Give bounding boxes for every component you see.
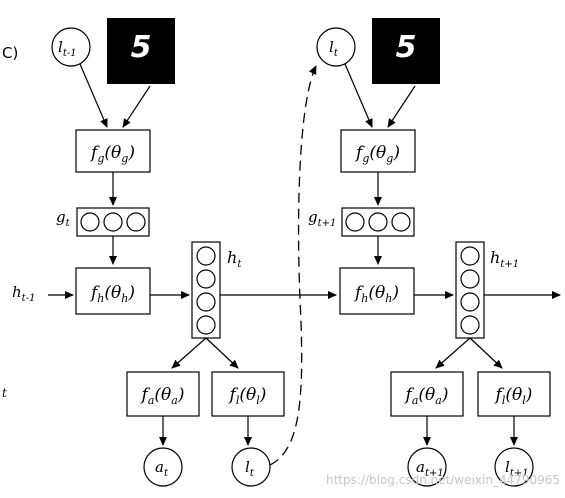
core-network-box: fh(θh) <box>339 267 415 315</box>
svg-text:at: at <box>155 458 169 479</box>
action-network-box: fa(θa) <box>126 371 200 417</box>
loc-in-node: lt <box>316 27 356 67</box>
svg-text:lt+1: lt+1 <box>505 458 529 479</box>
glimpse-network-box: fg(θg) <box>340 129 416 173</box>
svg-text:5: 5 <box>396 30 417 65</box>
action-output-node: at <box>143 447 183 487</box>
svg-text:at+1: at+1 <box>416 458 444 479</box>
svg-text:lt: lt <box>329 38 339 59</box>
svg-text:fg(θg): fg(θg) <box>89 143 135 165</box>
action-network-box: fa(θa) <box>390 371 464 417</box>
digit-image: 5 <box>372 18 440 84</box>
svg-text:fg(θg): fg(θg) <box>354 143 400 165</box>
location-network-box: fl(θl) <box>211 371 285 417</box>
left-step: lt-1 5 fg(θg) gt ht-1 fh(θh) <box>12 18 285 487</box>
svg-text:fh(θh): fh(θh) <box>89 283 135 305</box>
location-network-box: fl(θl) <box>477 371 551 417</box>
loc-prev-node: lt-1 <box>51 27 91 67</box>
watermark: https://blog.csdn.net/weixin_44790965 <box>326 473 560 487</box>
svg-text:ht: ht <box>227 248 242 270</box>
svg-text:gt: gt <box>56 208 71 229</box>
right-step: lt 5 fg(θg) gt+1 fh(θh) <box>308 18 561 487</box>
location-feedback-arrow <box>269 65 317 466</box>
location-output-node: lt+1 <box>494 447 534 487</box>
svg-text:fa(θa): fa(θa) <box>404 385 449 407</box>
hidden-state-vector: ht+1 <box>455 241 519 339</box>
svg-text:fa(θa): fa(θa) <box>140 385 185 407</box>
svg-text:ht+1: ht+1 <box>490 248 519 270</box>
glimpse-vector: gt <box>56 207 150 237</box>
svg-text:lt: lt <box>245 458 255 479</box>
svg-text:gt+1: gt+1 <box>308 208 336 229</box>
hidden-prev-label: ht-1 <box>12 283 35 304</box>
hidden-state-vector: ht <box>191 241 242 339</box>
digit-image: 5 <box>107 18 175 84</box>
svg-text:fh(θh): fh(θh) <box>353 283 399 305</box>
core-network-box: fh(θh) <box>75 267 151 315</box>
action-output-node: at+1 <box>407 447 447 487</box>
svg-text:fl(θl): fl(θl) <box>494 385 533 407</box>
panel-label: C) <box>2 44 18 62</box>
location-output-node: lt <box>231 447 271 487</box>
svg-text:fl(θl): fl(θl) <box>228 385 267 407</box>
glimpse-network-box: fg(θg) <box>75 129 151 173</box>
svg-text:lt-1: lt-1 <box>58 38 77 59</box>
glimpse-vector: gt+1 <box>308 207 415 237</box>
side-mark: t <box>2 386 7 400</box>
svg-text:5: 5 <box>131 30 152 65</box>
